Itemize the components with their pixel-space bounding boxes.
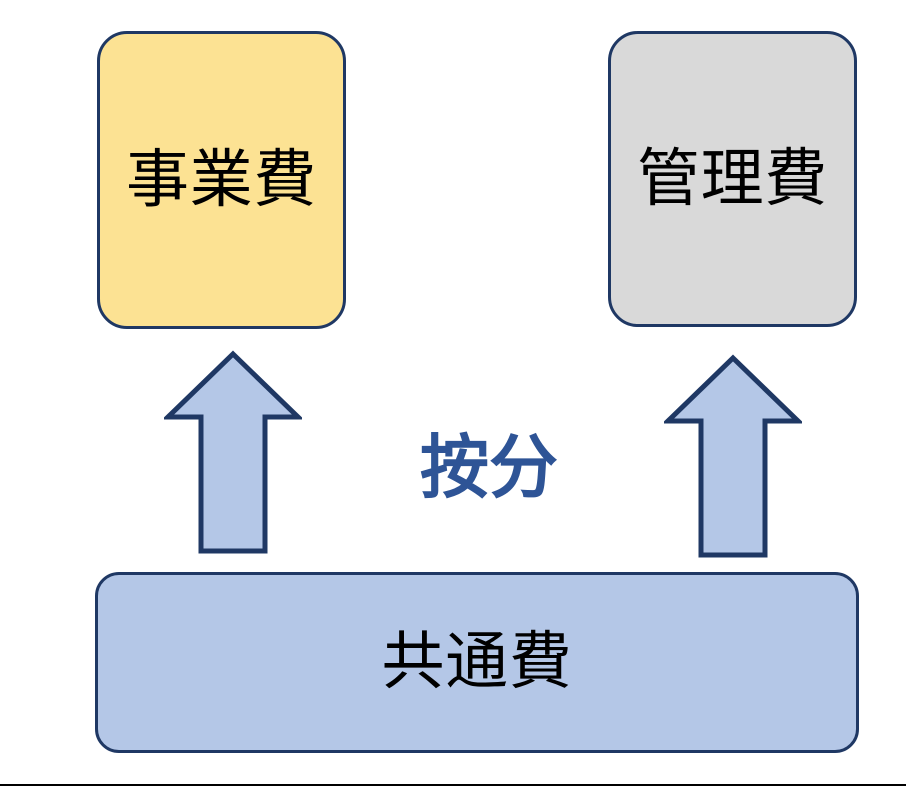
arrow-up-to-admin-expense-icon	[664, 354, 802, 558]
node-business-expense-label: 事業費	[126, 144, 317, 215]
node-admin-expense[interactable]: 管理費	[608, 31, 857, 327]
node-business-expense[interactable]: 事業費	[97, 31, 346, 329]
arrow-up-to-business-expense-icon	[164, 350, 302, 554]
bottom-divider	[0, 784, 906, 786]
node-admin-expense-label: 管理費	[637, 143, 828, 214]
node-common-expense[interactable]: 共通費	[95, 572, 859, 753]
node-common-expense-label: 共通費	[381, 627, 573, 698]
annotation-allocation: 按分	[420, 428, 558, 506]
